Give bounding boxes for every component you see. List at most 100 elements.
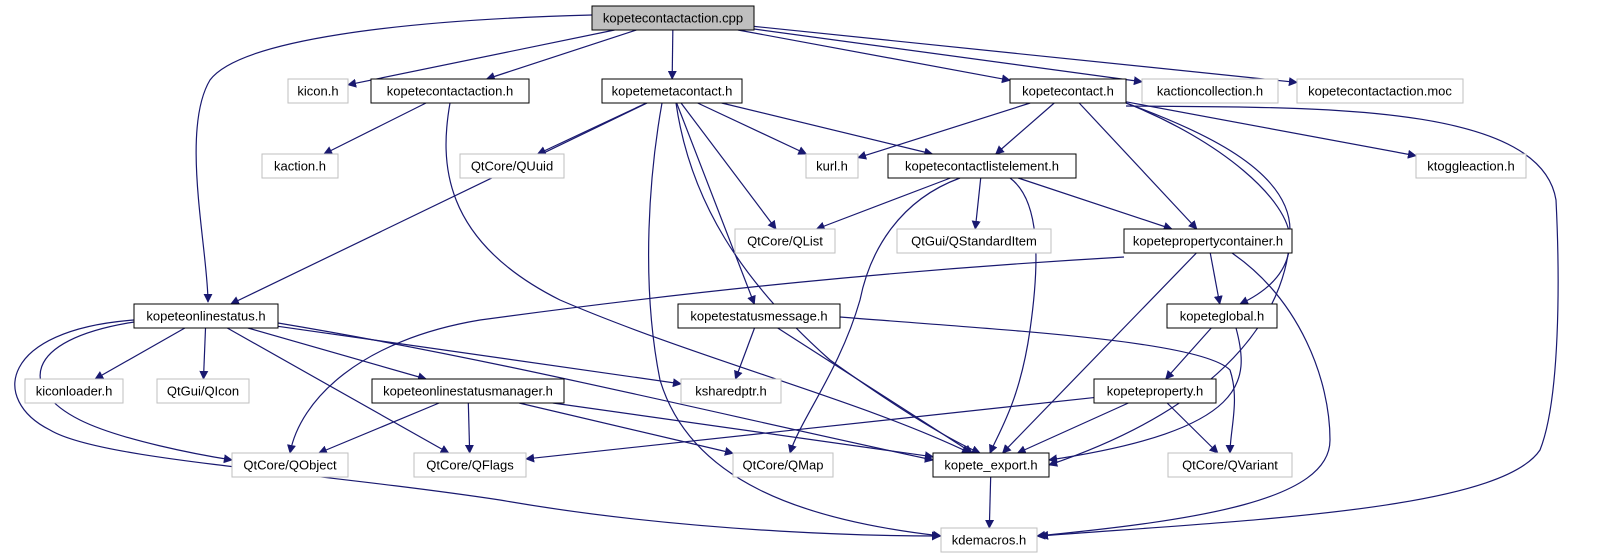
node-label: kicon.h [297,84,338,99]
edge-kmc-to-kos [230,102,648,305]
edge-kprop-to-qvariant [1166,402,1219,454]
node-box [1415,153,1527,179]
node-box [459,153,565,179]
node-kprop[interactable]: kopeteproperty.h [1093,378,1217,404]
node-box [261,153,339,179]
edge-kc-to-kexport [1048,102,1291,467]
node-kicon: kicon.h [287,78,349,104]
node-box [133,303,279,329]
node-label: kopetestatusmessage.h [690,309,827,324]
edge-kc-to-kurl [857,102,1031,160]
node-kiconloader: kiconloader.h [24,378,124,404]
node-label: kopetecontactaction.cpp [603,11,743,26]
node-quuid: QtCore/QUuid [459,153,565,179]
edge-kos-to-kexport [277,322,934,463]
node-kaction: kaction.h [261,153,339,179]
node-label: kopeteonlinestatus.h [146,309,265,324]
node-box [940,527,1038,553]
node-label: QtCore/QList [747,234,823,249]
node-kglobal[interactable]: kopeteglobal.h [1166,303,1278,329]
node-label: kopetepropertycontainer.h [1133,234,1283,249]
node-label: QtGui/QIcon [167,384,239,399]
edge-kglobal-to-kexport [1048,327,1242,464]
node-label: kopetecontact.h [1022,84,1114,99]
node-kurl: kurl.h [805,153,859,179]
node-root: kopetecontactaction.cpp [591,5,755,31]
node-box [591,5,755,31]
edge-kpc-to-kglobal [1209,252,1223,305]
node-label: kdemacros.h [952,533,1026,548]
node-label: QtCore/QMap [743,458,824,473]
node-kos[interactable]: kopeteonlinestatus.h [133,303,279,329]
node-kcle[interactable]: kopetecontactlistelement.h [887,153,1077,179]
node-box [1141,78,1279,104]
node-label: QtCore/QVariant [1182,458,1278,473]
node-box [734,228,836,254]
edge-ksm-to-ksharedptr [734,327,756,380]
edge-root-to-kc [737,29,1011,84]
node-kosm[interactable]: kopeteonlinestatusmanager.h [371,378,565,404]
edge-kos-to-qflags [226,327,450,454]
edge-kc-to-ktoggle [1125,101,1417,159]
node-kpc[interactable]: kopetepropertycontainer.h [1123,228,1293,254]
node-box [287,78,349,104]
edge-root-to-kcah [485,29,637,81]
edge-root-to-kcamoc [753,25,1298,87]
edge-kpc-to-kexport [1002,252,1197,454]
node-kdemacros: kdemacros.h [940,527,1038,553]
node-label: QtCore/QObject [243,458,337,473]
node-kmc[interactable]: kopetemetacontact.h [601,78,743,104]
edge-kcle-to-qlist [815,177,951,231]
edge-kc-to-kglobal [1125,102,1291,305]
node-label: kurl.h [816,159,848,174]
node-label: kactioncollection.h [1157,84,1263,99]
node-box [680,378,782,404]
edge-kcah-to-kaction [323,102,427,155]
edge-root-to-kos [195,14,593,303]
node-box [932,452,1050,478]
edge-kosm-to-kexport [552,402,934,461]
node-box [413,452,527,478]
node-ksm[interactable]: kopetestatusmessage.h [677,303,841,329]
node-label: kopeteonlinestatusmanager.h [383,384,553,399]
edge-kcle-to-qmap [788,177,961,454]
node-label: kopeteproperty.h [1107,384,1204,399]
node-box [371,378,565,404]
node-kc[interactable]: kopetecontact.h [1009,78,1127,104]
edge-kmc-to-ksm [676,102,756,305]
edge-kc-to-kpc [1078,102,1198,230]
node-label: kopetemetacontact.h [612,84,733,99]
node-box [887,153,1077,179]
edge-kmc-to-kurl [697,102,808,155]
node-label: QtGui/QStandardItem [911,234,1037,249]
node-ksharedptr: ksharedptr.h [680,378,782,404]
node-qmap: QtCore/QMap [732,452,834,478]
node-label: kaction.h [274,159,326,174]
edge-kcah-to-kexport [445,102,971,454]
node-box [1167,452,1293,478]
node-kexport[interactable]: kopete_export.h [932,452,1050,478]
edge-kosm-to-qobject [318,402,440,455]
edge-kcle-to-qstditem [971,177,982,230]
edge-kexport-to-kdemacros [985,476,995,529]
node-kacoll: kactioncollection.h [1141,78,1279,104]
node-label: kopeteglobal.h [1180,309,1265,324]
node-box [896,228,1052,254]
edge-root-to-kmc [667,29,677,80]
edge-kpc-to-qobject [287,256,1125,454]
node-label: kopetecontactaction.h [387,84,513,99]
edge-kos-to-qobject [39,321,233,464]
node-label: kiconloader.h [36,384,113,399]
edge-kglobal-to-kprop [1165,327,1212,380]
edge-kos-to-ksharedptr [277,325,682,388]
node-kcah[interactable]: kopetecontactaction.h [370,78,530,104]
node-label: kopetecontactlistelement.h [905,159,1059,174]
node-ktoggle: ktoggleaction.h [1415,153,1527,179]
node-qlist: QtCore/QList [734,228,836,254]
edge-kmc-to-qlist [680,102,777,230]
node-label: ksharedptr.h [695,384,767,399]
node-box [805,153,859,179]
node-box [156,378,250,404]
node-qicon: QtGui/QIcon [156,378,250,404]
